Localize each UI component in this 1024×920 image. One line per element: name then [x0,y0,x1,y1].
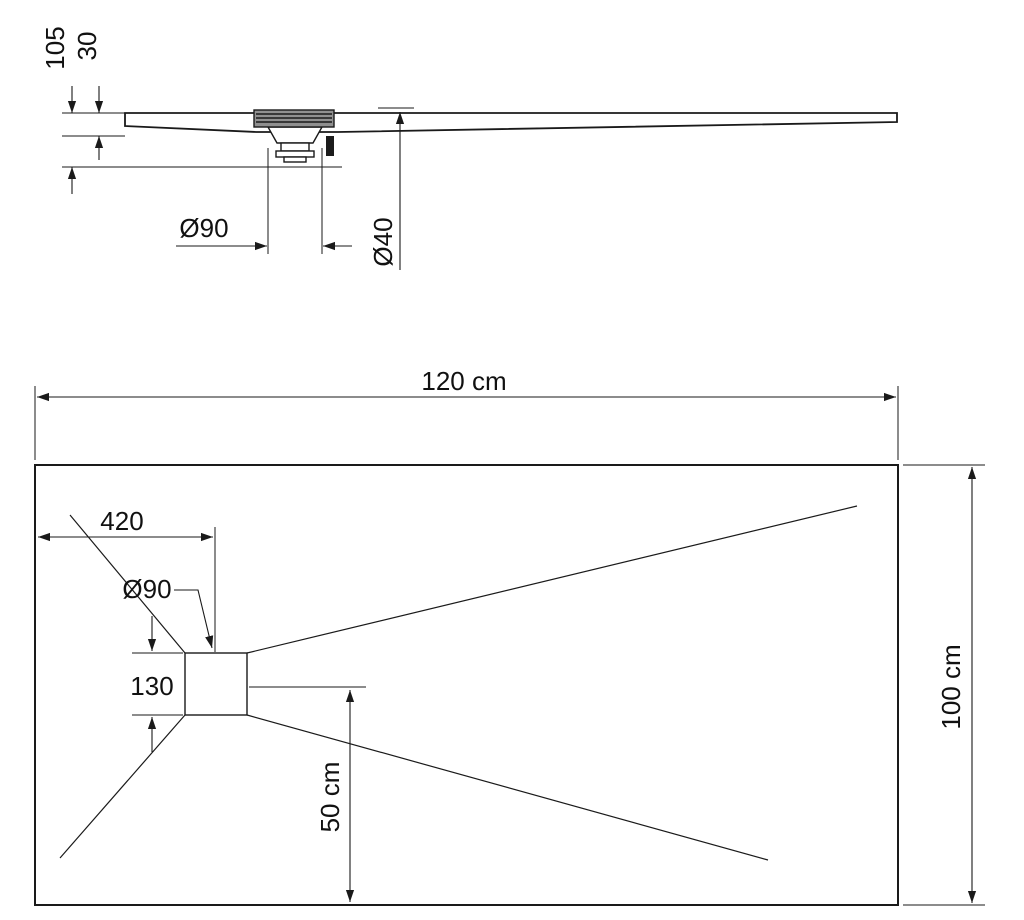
dim-drain-diameter-plan-label: Ø90 [122,574,171,604]
dim-width-overall-label: 120 cm [421,366,506,396]
dim-drain-diameter-side: Ø90 [176,213,352,251]
drain-flange [275,150,315,158]
tray-profile-outline [124,112,898,133]
leader-line [174,589,214,649]
dim-drain-diameter-side-label: Ø90 [179,213,228,243]
extension-lines-plan [34,386,985,906]
dim-depth-overall: 100 cm [936,467,977,903]
dim-drain-box-size-label: 130 [130,671,173,701]
dim-pipe-diameter-label: Ø40 [368,217,398,266]
slope-line-bottom-right [246,714,769,861]
drain-seal-section [326,136,334,156]
slope-line-top-right [246,505,858,654]
dim-height-total-label: 105 [40,26,70,69]
drain-assembly [253,109,335,163]
extension-lines-side [62,107,414,254]
dim-width-overall: 120 cm [37,366,896,402]
dim-pipe-diameter: Ø40 [368,112,405,270]
slope-line-bottom-left [59,714,186,859]
drain-outlet [283,156,307,163]
dim-drain-diameter-plan: Ø90 [122,574,214,649]
dim-depth-overall-label: 100 cm [936,644,966,729]
slope-lines [59,505,858,861]
dim-drain-box-size: 130 [130,616,174,752]
dim-drain-offset-x: 420 [38,506,213,542]
drain-box-plan [184,652,248,716]
dim-drain-offset-y-label: 50 cm [315,762,345,833]
dim-height-edge: 30 [72,32,104,160]
dim-height-edge-label: 30 [72,32,102,61]
drain-trap-body [266,126,324,144]
dim-height-total: 105 [40,26,77,194]
drain-pipe-stub [280,142,310,152]
plan-view: 120 cm 100 cm 420 Ø90 130 [34,366,985,906]
side-view-section: 105 30 Ø90 Ø40 [40,26,898,270]
slope-line-top-left [69,514,186,654]
tray-outline-plan [34,464,899,906]
dim-drain-offset-y: 50 cm [315,690,355,902]
drain-grate-slots [256,113,332,123]
dim-drain-offset-x-label: 420 [100,506,143,536]
